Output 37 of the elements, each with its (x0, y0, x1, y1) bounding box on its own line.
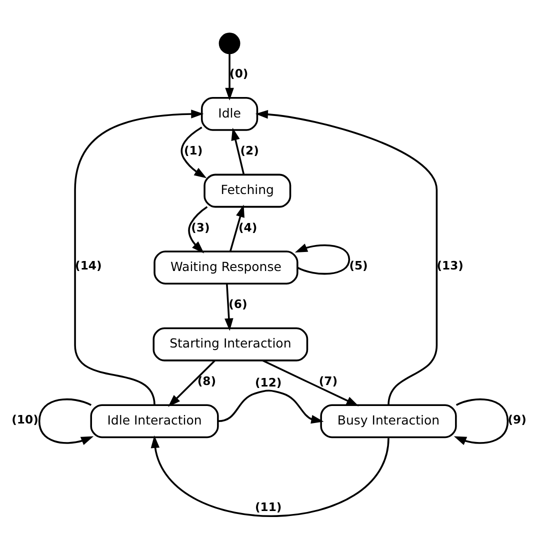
edge-label: (12) (254, 376, 282, 390)
arrow (229, 204, 244, 252)
edge-label: (4) (238, 220, 258, 234)
edge-label: (5) (349, 258, 368, 273)
edge-label: (1) (184, 143, 203, 158)
arrow (150, 435, 390, 517)
arrow (255, 110, 438, 406)
edge-label: (0) (230, 66, 248, 81)
edge-label: (3) (191, 220, 210, 234)
node-box: Idle Interaction (90, 404, 219, 438)
node-circle (218, 32, 240, 54)
node-box: Busy Interaction (320, 404, 457, 438)
edge-label: (11) (254, 500, 282, 514)
edge-label: (8) (197, 374, 216, 388)
arrow (38, 398, 94, 445)
arrow (262, 360, 359, 406)
edge-label: (13) (436, 258, 464, 273)
arrow (225, 53, 234, 100)
edge-label: (2) (240, 143, 259, 158)
edge-label: (10) (12, 412, 38, 426)
edge-label: (7) (318, 374, 338, 388)
arrow (168, 360, 216, 407)
arrow (180, 126, 207, 178)
arrow (224, 284, 234, 331)
node-box: Waiting Response (154, 250, 298, 285)
edge-label: (9) (508, 412, 526, 426)
node-box: Starting Interaction (152, 327, 308, 362)
arrow (231, 128, 245, 175)
node-box: Fetching (204, 174, 292, 208)
arrow (188, 206, 208, 254)
arrow (294, 244, 350, 275)
edge-label: (6) (228, 297, 248, 312)
node-box: Idle (200, 96, 258, 131)
arrow (218, 390, 324, 424)
arrow (74, 110, 204, 406)
arrow (454, 398, 509, 446)
edge-label: (14) (75, 258, 102, 273)
